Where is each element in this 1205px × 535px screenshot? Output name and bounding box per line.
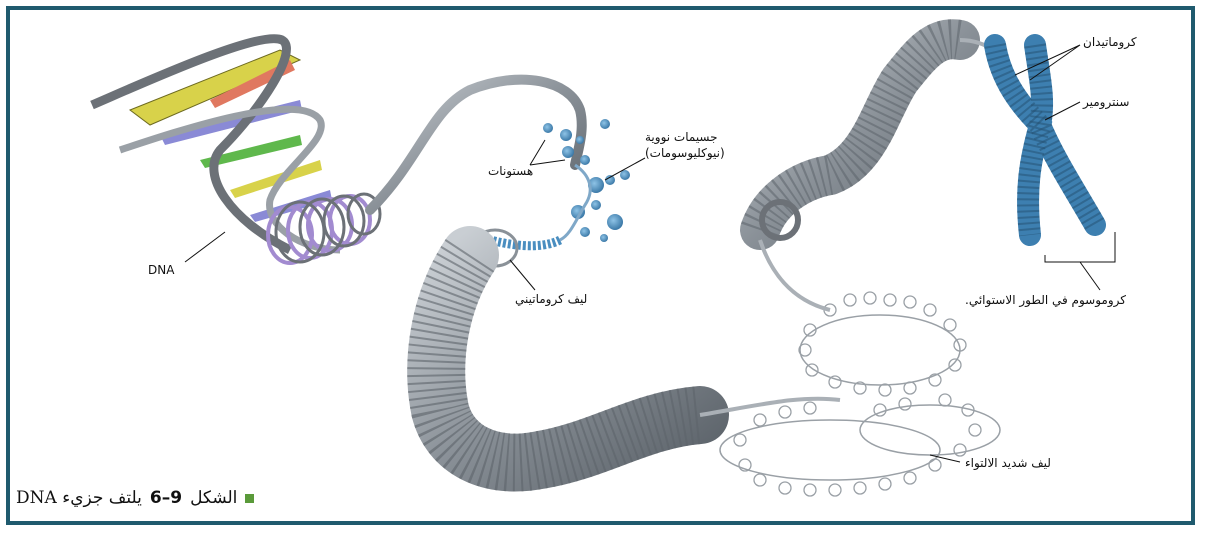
looped-domains [720, 292, 1000, 496]
dna-helix [92, 39, 380, 263]
caption-marker [245, 494, 254, 503]
caption-number: 6–9 [150, 488, 182, 508]
label-nucleosomes-line1: جسيمات نووية [645, 130, 718, 144]
label-centromere: سنترومير [1083, 95, 1129, 109]
label-chromatin-fiber: ليف كروماتيني [515, 292, 587, 306]
coiled-chromatin-fiber [436, 255, 700, 463]
figure-caption: الشكل 6–9 يلتف جزيء DNA [16, 485, 254, 511]
caption-text: يلتف جزيء DNA [16, 488, 142, 508]
label-chromatids: كروماتيدان [1083, 35, 1137, 49]
dna-strand [370, 80, 582, 210]
caption-prefix: الشكل [190, 488, 237, 508]
label-supercoiled-fiber: ليف شديد الالتواء [965, 456, 1051, 470]
label-dna: DNA [148, 263, 174, 277]
label-histones: هستونات [488, 164, 533, 178]
chromatin-beads [490, 240, 560, 246]
label-nucleosomes-line2: (نيوكليوسومات) [645, 146, 725, 160]
label-metaphase-chromosome: كروموسوم في الطور الاستوائي. [965, 293, 1126, 307]
metaphase-chromosome [995, 45, 1095, 235]
nucleosome-beads [543, 119, 630, 242]
condensed-coil [760, 39, 960, 238]
